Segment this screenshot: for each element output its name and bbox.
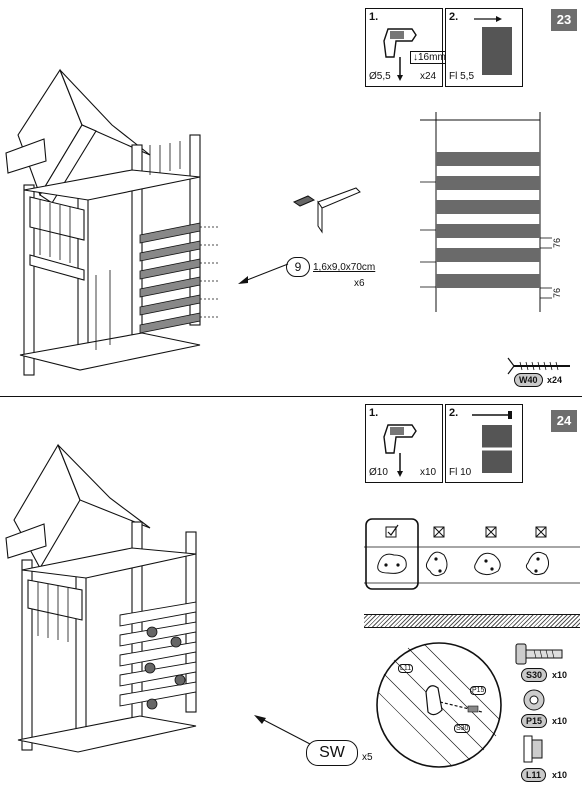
screw-code: W40	[514, 373, 543, 387]
drill-box-index: 1.	[369, 11, 379, 23]
part-9-callout: 9	[286, 257, 310, 277]
bolt-countersink-icon	[472, 411, 512, 473]
drill-box-index-24: 1.	[369, 407, 379, 419]
sw-callout: SW	[306, 740, 358, 766]
part-l11-code: L11	[521, 768, 547, 782]
step-23-number: 23	[551, 9, 577, 31]
spacing-dim-2: 76	[552, 287, 563, 299]
callout-arrow-23	[238, 263, 289, 284]
washer-p15-icon	[523, 689, 545, 711]
part-p15-qty: x10	[552, 716, 568, 726]
stone-mounting-detail	[376, 642, 502, 768]
fl-instruction-box: 2. Fl 5,5	[445, 8, 523, 87]
fl-box-index: 2.	[449, 11, 459, 23]
step-24-number: 24	[551, 410, 577, 432]
detail-label-s30: S30	[454, 724, 471, 733]
drill-count: x24	[420, 71, 437, 82]
part-s30-code: S30	[521, 668, 548, 682]
spacing-dim-1: 76	[552, 237, 563, 249]
drill-count-24: x10	[420, 467, 437, 478]
part-s30-qty: x10	[552, 670, 568, 680]
board-qty: x6	[354, 278, 365, 289]
play-tower-drawing-24	[5, 443, 197, 753]
drill-icon-24	[383, 424, 417, 477]
fl-box-index-24: 2.	[449, 407, 459, 419]
highlighted-boards	[139, 222, 201, 334]
drill-diameter-24: Ø10	[369, 467, 388, 478]
drill-depth: ↓16mm	[410, 51, 449, 64]
countersink-icon	[474, 16, 512, 75]
board-detail-23	[292, 187, 361, 234]
fl-instruction-box-24: 2. Fl 10	[445, 404, 523, 483]
callout-arrow-24	[254, 715, 311, 745]
drill-instruction-box-24: 1. Ø10 x10	[365, 404, 443, 483]
climbing-stone-options	[364, 518, 580, 590]
fl-label: Fl 5,5	[449, 71, 475, 82]
drill-icon	[383, 28, 417, 81]
part-p15-code: P15	[521, 714, 548, 728]
fl-label-24: Fl 10	[449, 467, 472, 478]
detail-label-p15: P15	[470, 686, 487, 695]
board-size: 1,6x9,0x70cm	[313, 262, 376, 273]
detail-label-l11: L11	[398, 664, 414, 673]
section-divider	[0, 396, 582, 397]
play-tower-drawing-23	[5, 68, 220, 376]
board-spacing-diagram	[420, 112, 552, 312]
bolt-s30-icon	[515, 643, 563, 665]
part-l11-qty: x10	[552, 770, 568, 780]
wood-strip	[364, 614, 580, 628]
nut-l11-icon	[523, 735, 543, 763]
drill-instruction-box: 1. ↓16mm Ø5,5 x24	[365, 8, 449, 87]
drill-diameter: Ø5,5	[369, 71, 391, 82]
sw-qty: x5	[362, 752, 373, 763]
screw-icon	[507, 357, 570, 375]
screw-qty: x24	[547, 375, 563, 385]
